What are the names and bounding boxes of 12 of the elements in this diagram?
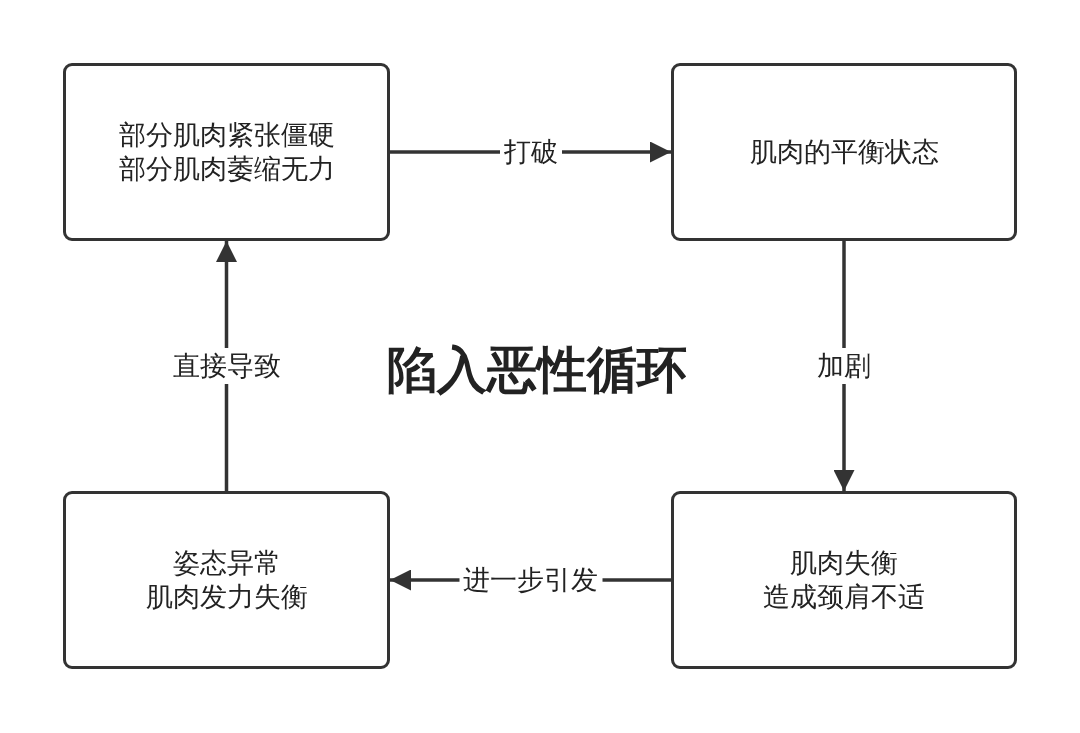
box-text: 肌肉的平衡状态 — [749, 135, 939, 169]
box-text: 部分肌肉萎缩无力 — [118, 152, 335, 186]
box-text: 造成颈肩不适 — [763, 580, 925, 614]
process-box — [671, 491, 1017, 669]
box-text: 姿态异常 — [172, 546, 281, 580]
box-text: 部分肌肉紧张僵硬 — [118, 118, 335, 152]
box-text: 肌肉失衡 — [790, 546, 898, 580]
process-box — [671, 63, 1017, 241]
title: 陷入恶性循环 — [387, 339, 687, 401]
box-text: 肌肉发力失衡 — [145, 580, 308, 614]
process-box — [63, 491, 390, 669]
process-box — [63, 63, 390, 241]
